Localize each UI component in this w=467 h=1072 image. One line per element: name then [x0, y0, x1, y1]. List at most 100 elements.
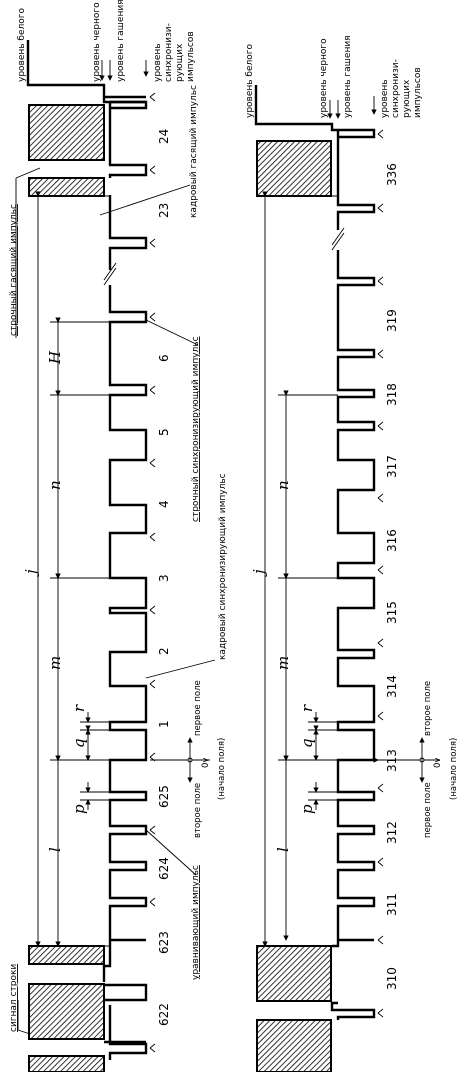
sync-tick-mark — [377, 129, 384, 139]
bottom-line-number: 318 — [385, 383, 399, 406]
bottom-dim-j: j — [250, 569, 268, 577]
bottom-origin-note: (начало поля) — [449, 738, 459, 800]
top-line-number: 4 — [157, 500, 171, 508]
top-line-number: 3 — [157, 574, 171, 582]
top-line-number: 23 — [157, 203, 171, 218]
top-dim-n: n — [46, 480, 64, 490]
top-blank-level-label: уровень гашения — [116, 0, 126, 82]
sync-tick-mark — [149, 385, 156, 395]
line-blank-pulse-label: строчный гасящий импульс — [9, 204, 19, 336]
sync-tick-mark — [149, 532, 156, 542]
top-origin-note: (начало поля) — [217, 738, 227, 800]
top-blank-block-3 — [28, 945, 105, 965]
top-field-origin — [150, 737, 210, 783]
sync-tick-mark — [377, 565, 384, 575]
sync-tick-mark — [149, 238, 156, 248]
top-level-arrows — [99, 60, 149, 81]
bottom-first-field-label: первое поле — [423, 782, 433, 838]
sync-tick-mark — [149, 312, 156, 322]
bottom-white-level-label: уровень белого — [245, 43, 255, 118]
top-sync-level-label-4: импульсов — [186, 31, 196, 82]
bottom-dim-m: m — [274, 656, 292, 670]
bottom-dim-q: q — [298, 738, 316, 748]
bottom-blank-block-2 — [256, 945, 332, 1002]
top-blank-block-1 — [28, 104, 105, 161]
top-waveform — [26, 40, 148, 1060]
bottom-line-number: 312 — [385, 821, 399, 844]
bottom-second-field-label: второе поле — [423, 681, 433, 736]
sync-tick-mark — [149, 165, 156, 175]
bottom-line-number: 313 — [385, 749, 399, 772]
top-sync-level-label-1: уровень — [153, 43, 163, 82]
bottom-dimensions — [262, 191, 338, 947]
sync-tick-mark — [377, 493, 384, 503]
top-line-number: 6 — [157, 354, 171, 362]
bottom-dim-r: r — [298, 704, 316, 712]
sync-tick-mark — [149, 679, 156, 689]
top-line-number: 624 — [157, 857, 171, 880]
top-line-number: 1 — [157, 720, 171, 728]
bottom-black-level-label: уровень черного — [319, 38, 329, 118]
top-blank-block-2 — [28, 177, 105, 197]
sync-tick-mark — [377, 711, 384, 721]
top-diagram — [15, 40, 216, 1072]
top-line-number: 2 — [157, 647, 171, 655]
bottom-line-number: 317 — [385, 455, 399, 478]
bottom-sync-ticks — [377, 129, 384, 1018]
sync-tick-mark — [149, 897, 156, 907]
top-dim-q: q — [70, 738, 88, 748]
top-sync-level-label-3: рующих — [175, 43, 185, 82]
bottom-level-arrows — [327, 96, 377, 119]
top-sync-level-label: уровень синхронизи- рующих импульсов — [153, 20, 196, 82]
top-white-level-label: уровень белого — [17, 7, 27, 82]
bottom-diagram — [254, 85, 440, 1072]
top-blank-block-4 — [28, 983, 105, 1040]
top-line-number: 623 — [157, 931, 171, 954]
bottom-line-number: 311 — [385, 893, 399, 916]
bottom-line-number: 316 — [385, 529, 399, 552]
bottom-dim-p: p — [298, 804, 316, 814]
sync-tick-mark — [149, 605, 156, 615]
sync-tick-mark — [149, 825, 156, 835]
top-dim-r: r — [70, 704, 88, 712]
bottom-sync-level-label: уровень синхронизи- рующих импульсов — [380, 56, 423, 118]
equalizing-pulse-label: уравнивающий импульс — [191, 865, 201, 980]
top-second-field-label: второе поле — [193, 783, 203, 838]
bottom-blank-level-label: уровень гашения — [343, 35, 353, 118]
sync-tick-mark — [377, 1008, 384, 1018]
sync-tick-mark — [377, 783, 384, 793]
top-dim-j: j — [22, 569, 40, 577]
top-dimensions — [35, 191, 110, 947]
bottom-sync-level-label-2: синхронизи- — [391, 59, 401, 118]
top-origin-label: 0v — [201, 758, 211, 768]
top-dim-m: m — [46, 656, 64, 670]
line-signal-label: сигнал строки — [9, 964, 19, 1032]
top-dim-H: H — [46, 350, 64, 365]
top-line-number: 622 — [157, 1003, 171, 1026]
top-sync-ticks — [149, 92, 156, 1053]
frame-blank-pulse-label: кадровый гасящий импульс — [189, 85, 199, 218]
top-dim-p: p — [70, 804, 88, 814]
sync-tick-mark — [149, 1043, 156, 1053]
sync-tick-mark — [377, 276, 384, 286]
sync-tick-mark — [377, 857, 384, 867]
bottom-line-number: 310 — [385, 967, 399, 990]
sync-tick-mark — [377, 935, 384, 945]
bottom-field-origin — [373, 737, 440, 783]
sync-tick-mark — [149, 458, 156, 468]
bottom-sync-level-label-3: рующих — [402, 79, 412, 118]
bottom-break-mark — [331, 227, 345, 251]
top-line-number: 625 — [157, 785, 171, 808]
sync-tick-mark — [377, 203, 384, 213]
bottom-waveform — [254, 85, 376, 1020]
bottom-line-number: 319 — [385, 309, 399, 332]
bottom-line-number: 314 — [385, 675, 399, 698]
bottom-line-number: 336 — [385, 163, 399, 186]
sync-tick-mark — [149, 92, 156, 102]
bottom-line-number: 315 — [385, 601, 399, 624]
top-black-level-label: уровень черного — [92, 2, 102, 82]
top-waveform-lines — [104, 100, 148, 1044]
sync-tick-mark — [377, 421, 384, 431]
